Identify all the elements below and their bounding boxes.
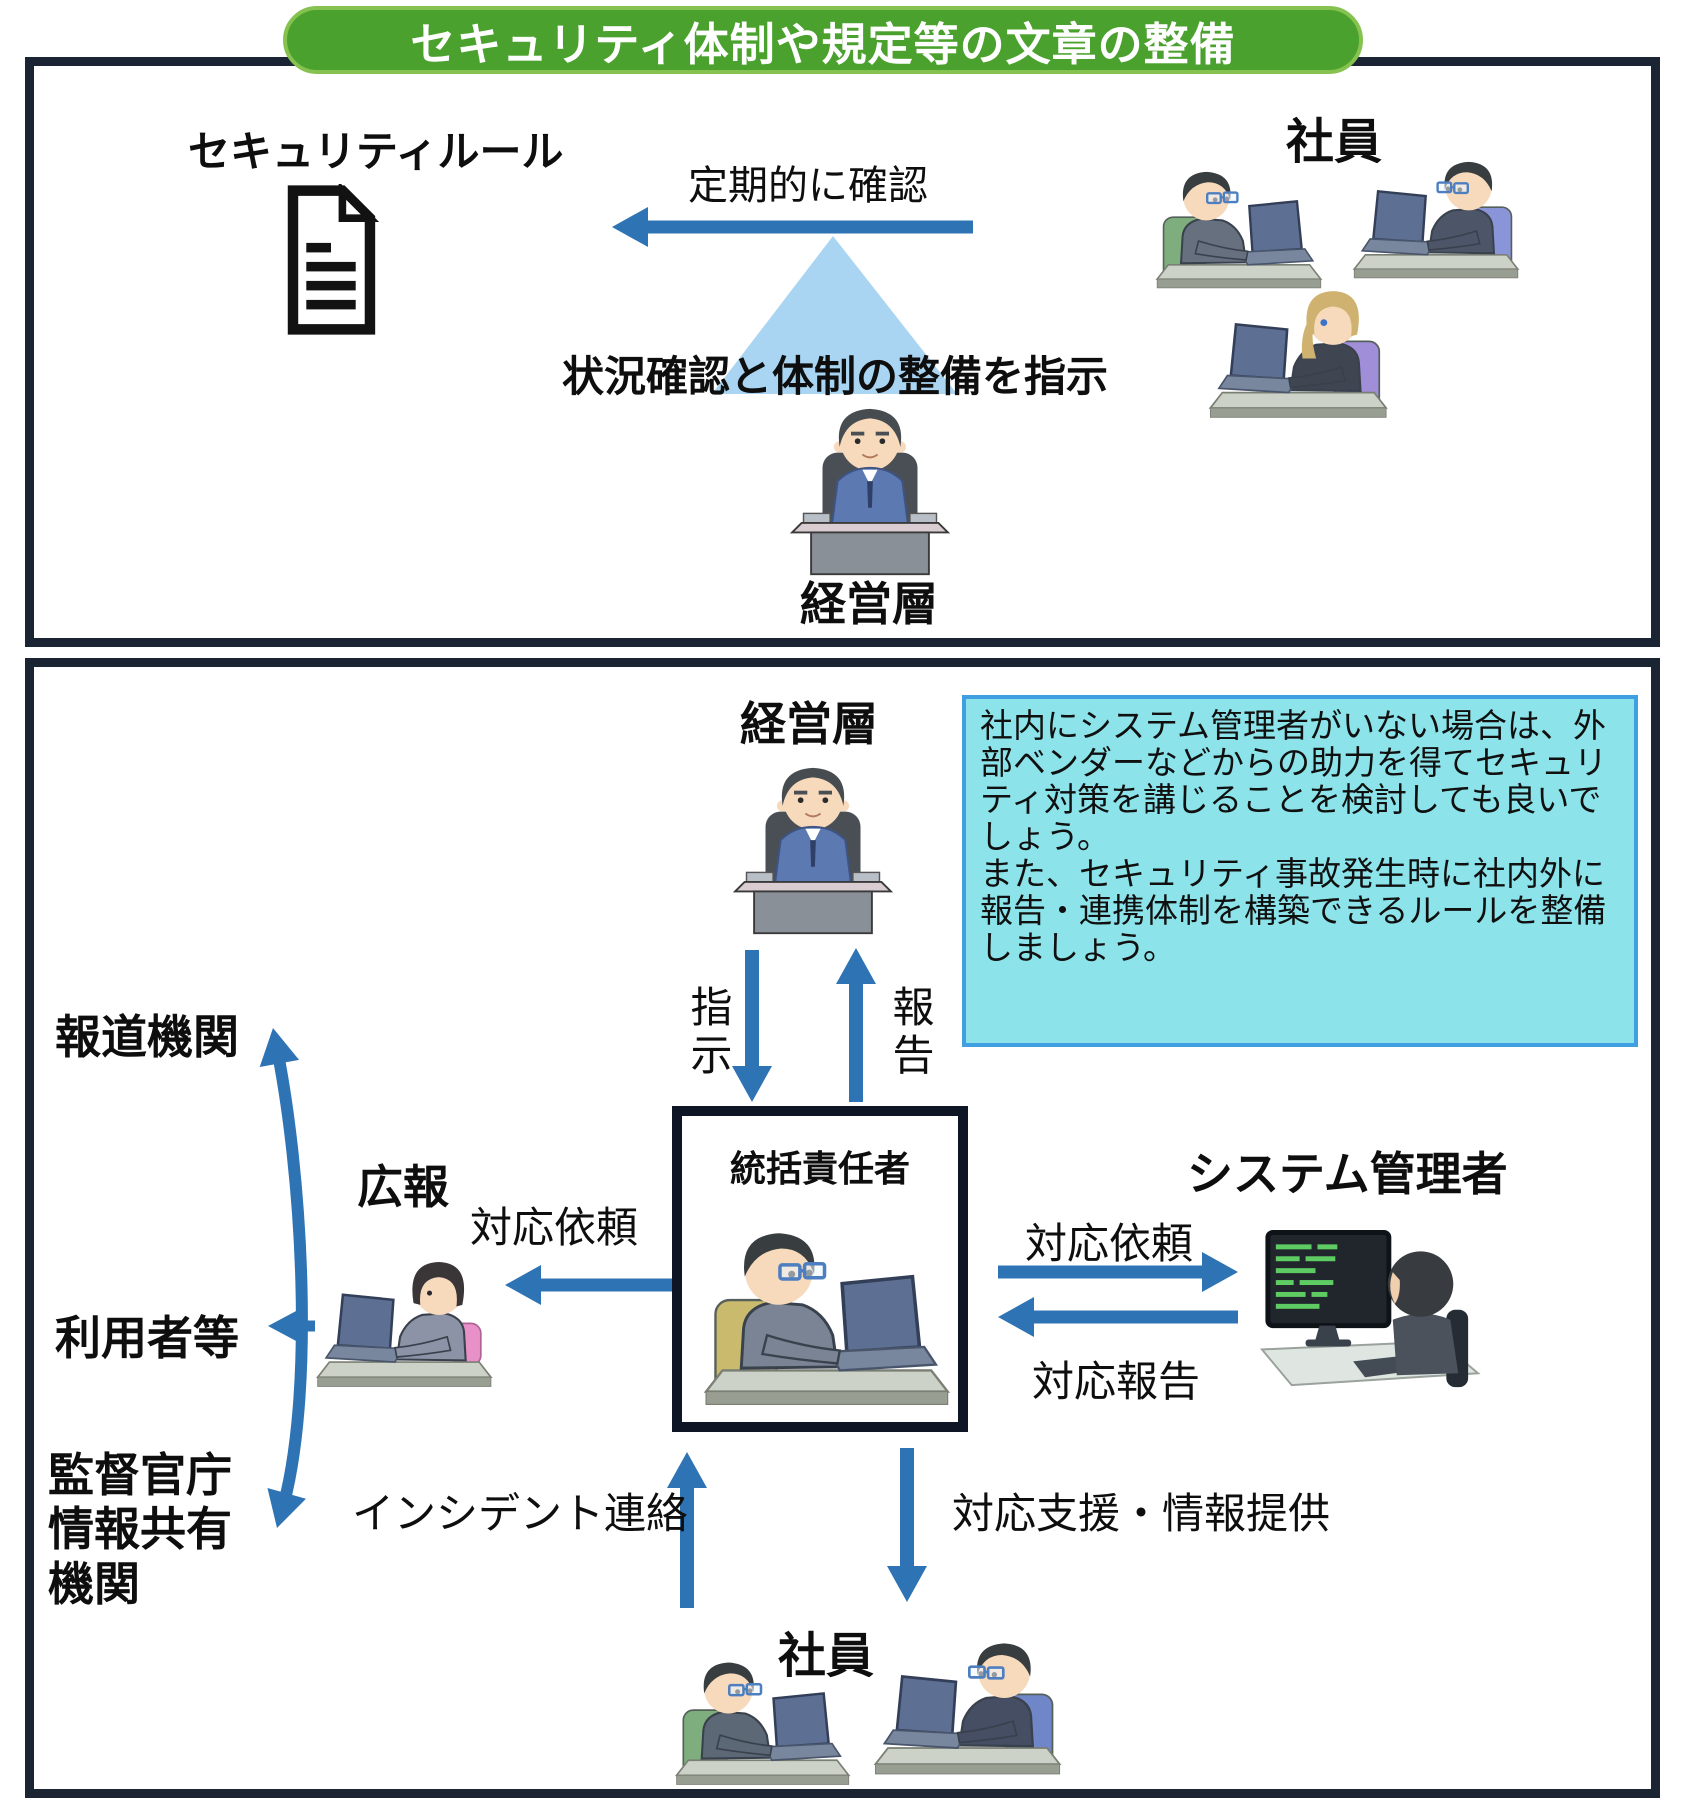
executive-figure-top — [775, 392, 965, 578]
order-label: 指示 — [685, 985, 732, 1081]
report-label: 報告 — [887, 985, 934, 1081]
periodic-check-label: 定期的に確認 — [688, 164, 928, 208]
sysadmin-request-label: 対応依頼 — [1025, 1220, 1194, 1267]
employee-figure-bottom-1 — [666, 1650, 851, 1792]
sysadmin-label: システム管理者 — [1187, 1148, 1508, 1200]
coordinator-figure — [692, 1190, 950, 1415]
advice-callout: 社内にシステム管理者がいない場合は、外部ベンダーなどからの助力を得てセキュリティ… — [962, 695, 1638, 1047]
users-label: 利用者等 — [55, 1312, 239, 1364]
employees-bottom-label: 社員 — [778, 1630, 875, 1683]
employee-figure-top-2 — [1345, 150, 1535, 285]
document-icon — [287, 184, 379, 335]
agency-label: 監督官庁 情報共有 機関 — [48, 1449, 232, 1610]
employee-figure-top-3 — [1190, 280, 1415, 425]
executives-top-label: 経営層 — [800, 578, 938, 630]
employee-figure-bottom-2 — [872, 1630, 1072, 1782]
incident-label: インシデント連絡 — [352, 1490, 689, 1537]
bottom-panel — [25, 658, 1660, 1798]
sysadmin-report-label: 対応報告 — [1032, 1358, 1201, 1405]
executives-bottom-label: 経営層 — [740, 698, 878, 750]
advice-callout-paragraph-1: 社内にシステム管理者がいない場合は、外部ベンダーなどからの助力を得てセキュリティ… — [980, 707, 1607, 855]
employee-figure-top-1 — [1140, 160, 1330, 295]
security-rule-label: セキュリティルール — [188, 128, 564, 175]
page-title: セキュリティ体制や規定等の文章の整備 — [283, 6, 1363, 74]
pr-request-label: 対応依頼 — [470, 1204, 639, 1251]
advice-callout-paragraph-2: また、セキュリティ事故発生時に社内外に報告・連携体制を構築できるルールを整備しま… — [980, 855, 1607, 966]
media-label: 報道機関 — [55, 1011, 239, 1063]
executive-figure-bottom — [718, 745, 908, 937]
instruction-label: 状況確認と体制の整備を指示 — [562, 353, 1109, 400]
employees-top-label: 社員 — [1286, 116, 1383, 169]
coordinator-label: 統括責任者 — [729, 1148, 910, 1189]
pr-label: 広報 — [357, 1161, 449, 1213]
support-label: 対応支援・情報提供 — [952, 1490, 1331, 1537]
pr-figure — [316, 1222, 501, 1394]
sysadmin-figure — [1256, 1205, 1484, 1401]
